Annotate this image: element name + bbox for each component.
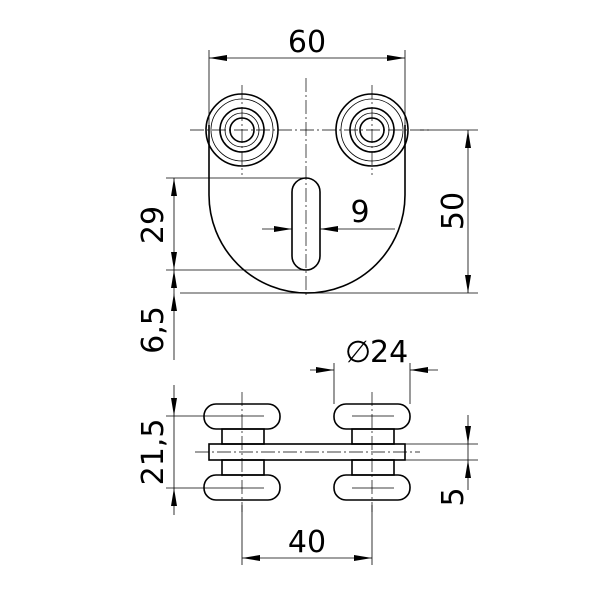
- dimension-6-5: 6,5: [136, 270, 177, 360]
- dimension-diameter-24: ∅ 24: [310, 335, 438, 404]
- top-view: [190, 78, 430, 296]
- dim-plate-thickness: 5: [436, 487, 471, 506]
- dim-slot-width: 9: [350, 195, 369, 230]
- dim-slot-length: 29: [136, 206, 171, 244]
- dim-center-distance: 40: [288, 525, 326, 560]
- plate-outline: [208, 125, 406, 294]
- dimension-21-5: 21,5: [136, 385, 222, 515]
- dimension-5: 5: [405, 415, 478, 507]
- dim-slot-offset: 6,5: [136, 306, 171, 354]
- dim-diameter-symbol: ∅: [345, 335, 371, 370]
- dimension-29: 29: [136, 177, 306, 271]
- dimension-40: 40: [241, 505, 373, 565]
- side-view: [195, 392, 420, 512]
- dim-top-width: 60: [288, 25, 326, 60]
- dim-height: 50: [436, 192, 471, 230]
- dim-roller-height: 21,5: [136, 419, 171, 486]
- dimension-9: 9: [262, 195, 395, 232]
- dimension-50: 50: [180, 129, 478, 294]
- dim-diameter-value: 24: [370, 335, 408, 370]
- dimension-60: 60: [208, 25, 406, 125]
